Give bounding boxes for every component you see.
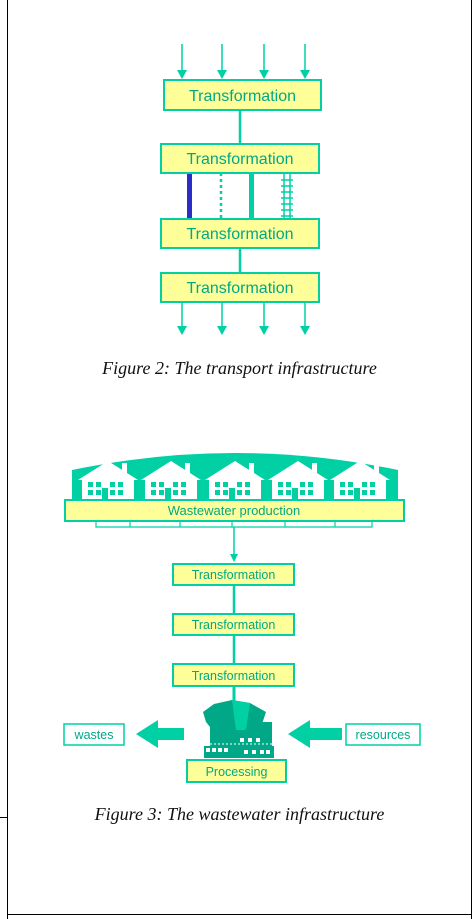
transport-links [187,173,293,219]
arrow-down-icon [300,302,310,335]
transformation-label: Transformation [187,226,294,243]
processing-box: Processing [186,759,287,783]
production-box: Wastewater production [64,499,405,522]
resources-label: resources [356,728,411,742]
output-arrows [177,302,310,335]
transformation-label: Transformation [192,669,276,683]
transformation-box: Transformation [172,613,295,636]
arrow-down-icon [177,44,187,79]
frame-bottom-border [7,914,472,915]
house-icon [78,461,138,500]
transformation-box: Transformation [172,563,295,586]
arrow-down-icon [259,44,269,79]
factory-icon [203,700,274,758]
transformation-box: Transformation [160,272,320,303]
wastes-label: wastes [74,728,114,742]
arrow-down-icon [259,302,269,335]
transformation-box: Transformation [163,79,322,111]
wastes-box: wastes [63,723,125,746]
figure-2-caption: Figure 2: The transport infrastructure [102,358,377,378]
link-double-dashed [281,173,293,219]
houses-row [78,461,390,500]
figure-2-transport: Transformation Transformation Transforma… [160,44,322,335]
processing-label: Processing [206,765,268,779]
input-arrows [177,44,310,79]
arrow-down-icon [217,44,227,79]
arrow-left-icon [136,720,184,748]
figure-3-caption: Figure 3: The wastewater infrastructure [94,804,385,824]
transformation-label: Transformation [187,151,294,168]
transformation-label: Transformation [192,618,276,632]
production-label: Wastewater production [168,503,300,518]
transformation-box: Transformation [172,663,295,687]
transformation-box: Transformation [160,143,320,174]
transformation-label: Transformation [187,280,294,297]
house-icon [268,461,328,500]
figure-3-wastewater: Wastewater production Transformation Tra… [63,453,421,783]
transformation-label: Transformation [192,568,276,582]
house-icon [330,461,390,500]
arrow-left-icon [288,720,342,748]
margin-tick [0,817,8,818]
link-blue-thick [187,173,192,219]
arrow-down-icon [300,44,310,79]
house-icon [205,461,265,500]
arrow-down-icon [230,527,238,562]
resources-box: resources [345,723,421,746]
arrow-down-icon [177,302,187,335]
arrow-down-icon [217,302,227,335]
link-teal-thick [249,173,254,219]
house-icon [141,461,201,500]
frame-left-border [7,0,8,919]
transformation-label: Transformation [189,88,296,105]
frame-right-border [471,0,472,919]
transformation-box: Transformation [160,218,320,249]
